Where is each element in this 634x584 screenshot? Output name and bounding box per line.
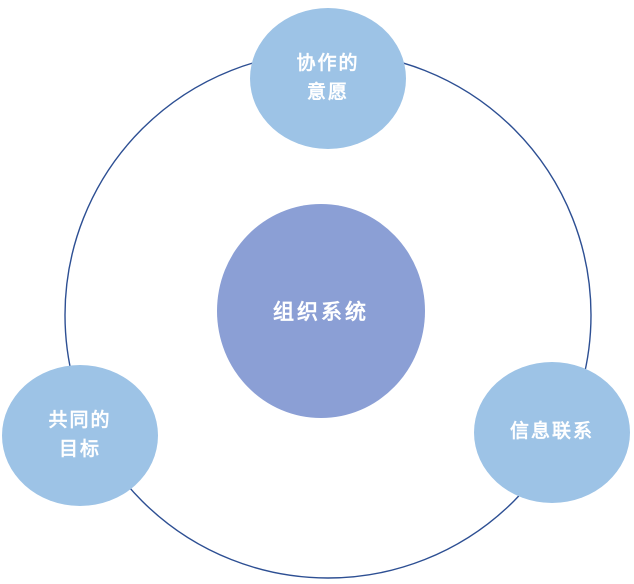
satellite-node-top: 协作的 意愿 bbox=[250, 8, 406, 149]
satellite-node-bottom-right: 信息联系 bbox=[474, 362, 630, 503]
center-node: 组织系统 bbox=[217, 204, 425, 418]
satellite-node-bottom-right-label: 信息联系 bbox=[509, 421, 594, 443]
center-node-label: 组织系统 bbox=[273, 301, 369, 324]
satellite-node-top-label: 协作的 意愿 bbox=[296, 53, 360, 103]
satellite-node-bottom-left-label: 共同的 目标 bbox=[48, 410, 112, 460]
satellite-node-bottom-left: 共同的 目标 bbox=[2, 365, 158, 506]
